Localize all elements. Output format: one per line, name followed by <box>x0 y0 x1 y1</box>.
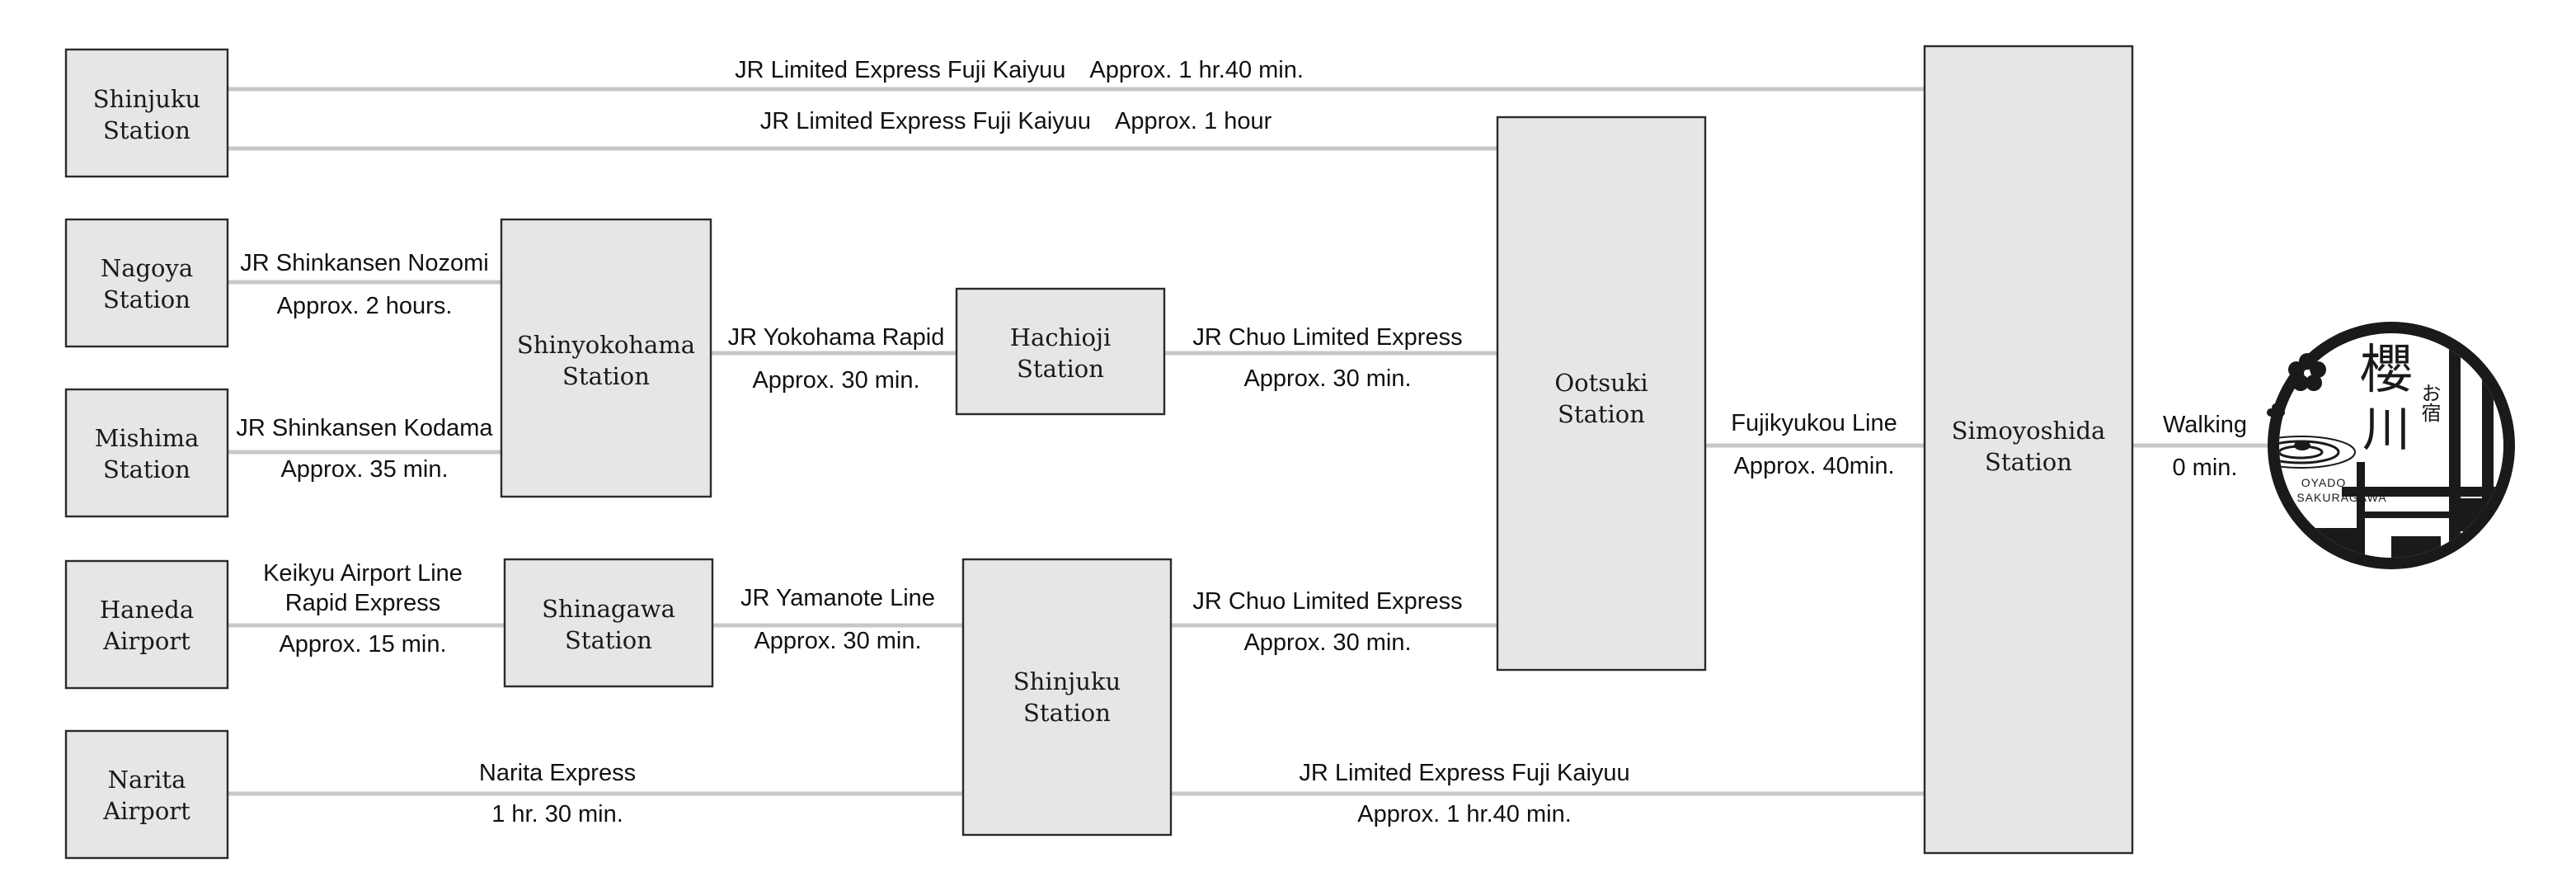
station-mishima: Mishima Station <box>64 388 229 518</box>
logo-romaji-1: OYADO <box>2301 476 2347 489</box>
route-line-name: JR Limited Express Fuji Kaiyuu <box>1299 760 1629 786</box>
logo-kana: お宿 <box>2418 383 2441 422</box>
route-duration: 1 hr. 30 min. <box>491 801 623 827</box>
route-duration: Approx. 35 min. <box>280 456 448 483</box>
route-label-shinjuku-ootsuki: JR Limited Express Fuji Kaiyuu Approx. 1… <box>760 108 1272 134</box>
station-type: Station <box>1985 448 2072 476</box>
route-line-name: JR Yamanote Line <box>740 585 935 611</box>
route-line-name: JR Yokohama Rapid <box>728 324 945 351</box>
station-simoyoshida: Simoyoshida Station <box>1923 45 2134 855</box>
route-line-name: Keikyu Airport Line <box>263 560 463 587</box>
station-type: Station <box>562 362 650 390</box>
hotel-logo: 櫻 川 お宿 OYADO SAKURAGAWA <box>2267 322 2515 569</box>
station-name: Shinyokohama <box>517 331 695 359</box>
station-type: Station <box>1017 355 1104 383</box>
route-duration: Approx. 30 min. <box>1243 365 1411 392</box>
route-duration: Approx. 30 min. <box>1243 629 1411 656</box>
sakura-icon <box>2288 353 2326 391</box>
station-name: Hachioji <box>1010 323 1112 351</box>
route-line-service: Rapid Express <box>285 590 441 616</box>
station-type: Airport <box>102 627 190 655</box>
route-label-shinjuku-simoyoshida: JR Limited Express Fuji Kaiyuu Approx. 1… <box>735 57 1304 83</box>
station-name: Nagoya <box>101 254 193 282</box>
station-shinjuku-mid: Shinjuku Station <box>961 558 1173 837</box>
station-name: Simoyoshida <box>1952 417 2106 445</box>
route-line-name: JR Chuo Limited Express <box>1192 588 1462 615</box>
station-type: Station <box>565 626 652 654</box>
station-type: Station <box>103 285 190 314</box>
route-duration: Approx. 15 min. <box>279 631 446 658</box>
station-name: Shinjuku <box>93 85 200 113</box>
logo-kanji-1: 櫻 <box>2360 340 2413 401</box>
station-hachioji: Hachioji Station <box>955 287 1166 416</box>
route-line-name: Fujikyukou Line <box>1731 410 1897 436</box>
station-shinagawa: Shinagawa Station <box>503 558 714 688</box>
station-name: Shinjuku <box>1013 667 1121 695</box>
station-name: Ootsuki <box>1554 369 1648 397</box>
station-ootsuki: Ootsuki Station <box>1496 116 1707 672</box>
station-name: Shinagawa <box>542 595 675 623</box>
route-line-name: JR Shinkansen Nozomi <box>240 250 488 276</box>
station-nagoya: Nagoya Station <box>64 218 229 348</box>
route-duration: Approx. 30 min. <box>754 628 921 654</box>
route-line-name: Narita Express <box>479 760 636 786</box>
logo-kanji-2: 川 <box>2362 401 2410 457</box>
station-name: Narita <box>108 766 186 794</box>
station-type: Airport <box>102 797 190 825</box>
route-duration: Approx. 2 hours. <box>277 293 453 319</box>
sakura-bud-icon <box>2267 403 2285 422</box>
station-type: Station <box>103 116 190 144</box>
route-lines <box>228 87 2269 796</box>
station-haneda: Haneda Airport <box>64 559 229 690</box>
route-duration: Approx. 40min. <box>1733 453 1894 479</box>
station-type: Station <box>1558 400 1645 428</box>
route-duration: Approx. 1 hr.40 min. <box>1357 801 1572 827</box>
logo-face <box>2279 333 2503 558</box>
station-name: Haneda <box>100 596 194 624</box>
route-line-name: JR Shinkansen Kodama <box>236 415 493 441</box>
station-narita: Narita Airport <box>64 729 229 860</box>
route-line-name: JR Chuo Limited Express <box>1192 324 1462 351</box>
station-shinjuku-origin: Shinjuku Station <box>64 48 229 178</box>
station-type: Station <box>1023 699 1111 727</box>
route-duration: Approx. 30 min. <box>752 367 919 394</box>
station-type: Station <box>103 455 190 483</box>
route-duration: 0 min. <box>2173 455 2238 481</box>
station-shinyokohama: Shinyokohama Station <box>500 218 712 498</box>
station-name: Mishima <box>95 424 200 452</box>
logo-romaji-2: SAKURAGAWA <box>2296 491 2386 504</box>
route-line-name: Walking <box>2163 412 2247 438</box>
